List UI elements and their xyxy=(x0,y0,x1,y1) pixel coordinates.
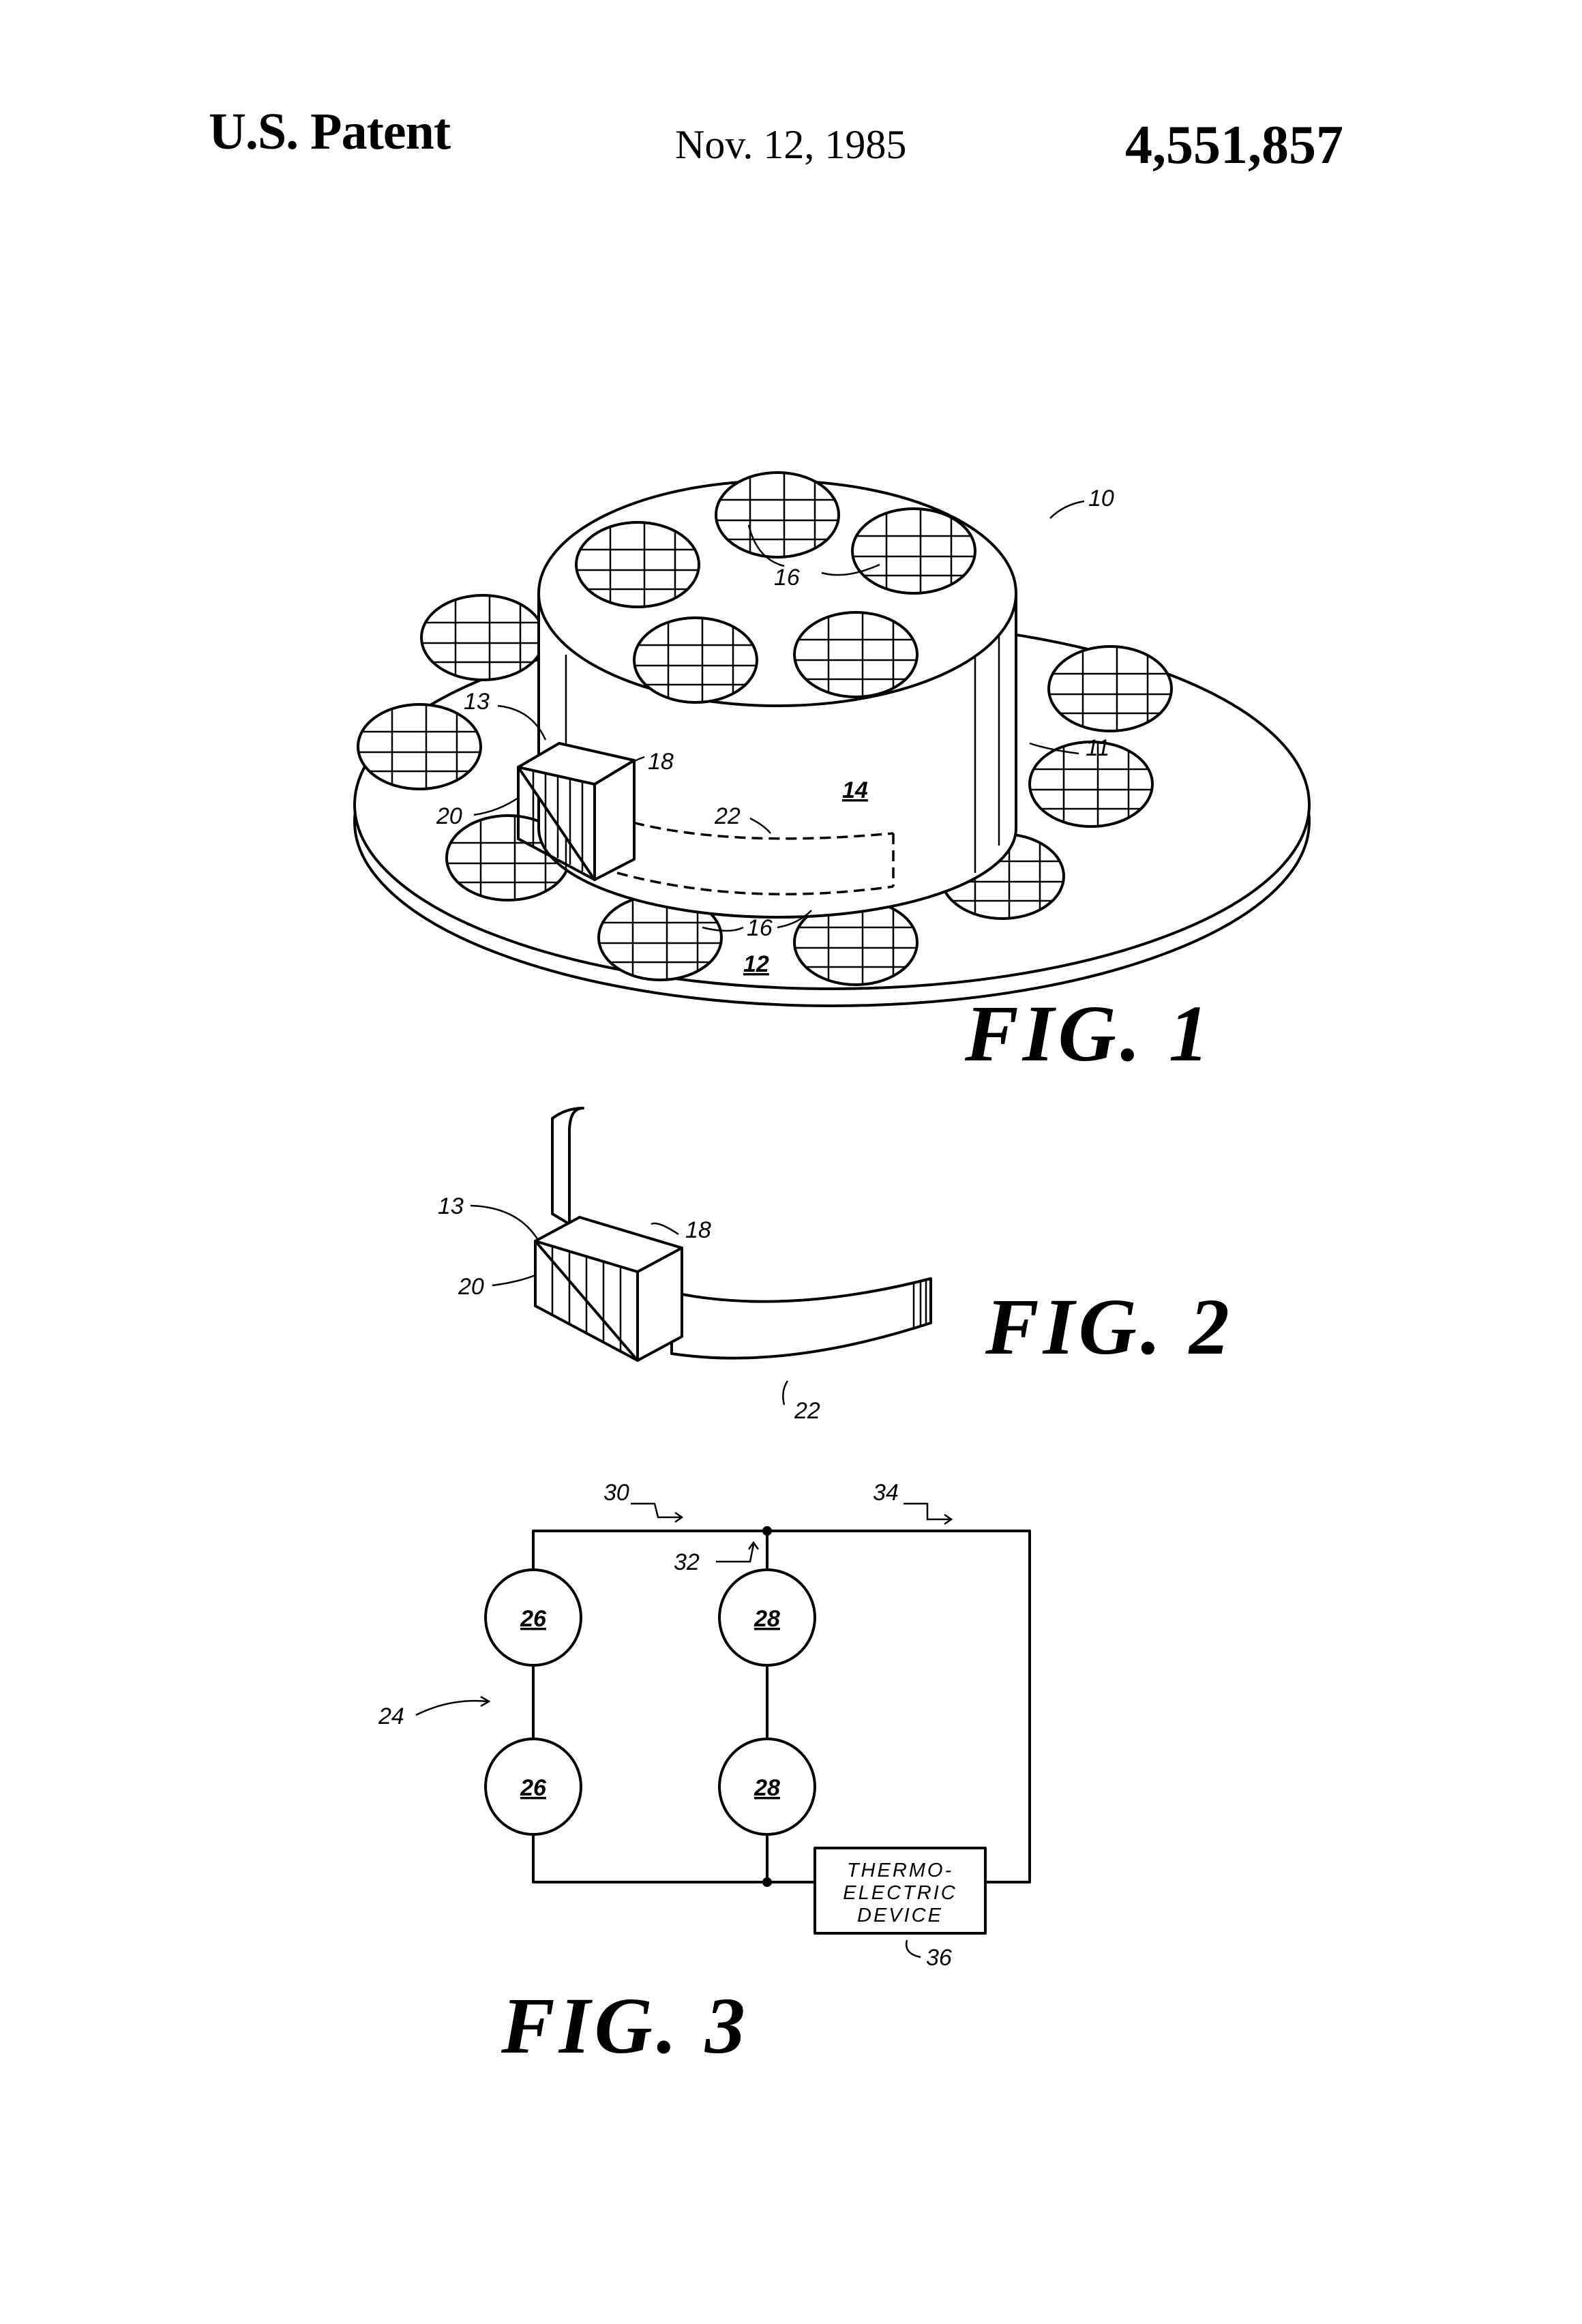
thermoelectric-device-box: THERMO- ELECTRIC DEVICE xyxy=(814,1847,987,1935)
ref-30: 30 xyxy=(603,1480,629,1506)
fig2-leader-22 xyxy=(782,1380,789,1405)
cell-26-top-label: 26 xyxy=(520,1606,547,1632)
ref-16-top: 16 xyxy=(774,565,800,591)
fig3-leaders xyxy=(415,1502,953,1958)
figure-2: 13 18 20 22 FIG. 2 xyxy=(438,1107,1234,1424)
fig2-caption: FIG. 2 xyxy=(985,1282,1234,1371)
cell-28-top-label: 28 xyxy=(753,1606,780,1632)
ref-18: 18 xyxy=(648,749,674,775)
fig1-caption: FIG. 1 xyxy=(964,989,1213,1078)
cell-series-28 xyxy=(718,1568,816,1836)
fig2-heat-sink xyxy=(534,1216,683,1362)
header-patent-label: U.S. Patent xyxy=(209,103,451,160)
figure-1: 10 16 11 13 18 20 22 14 16 12 FIG. 1 xyxy=(351,467,1311,1078)
ref-20: 20 xyxy=(436,803,462,829)
fig2-leader-18 xyxy=(651,1222,679,1236)
header-date: Nov. 12, 1985 xyxy=(675,122,907,167)
circuit-wiring xyxy=(532,1526,1031,1887)
fig2-ref-22: 22 xyxy=(794,1398,820,1424)
figure-3: 26 26 28 28 THERMO- ELECTRIC DEVICE xyxy=(378,1480,1031,2070)
fig2-leader-20 xyxy=(492,1274,536,1287)
fig2-ref-20: 20 xyxy=(458,1274,484,1300)
ref-11: 11 xyxy=(1086,735,1109,761)
cell-series-26 xyxy=(484,1568,582,1836)
ref-34: 34 xyxy=(873,1480,899,1506)
device-label-line1: THERMO- xyxy=(847,1860,953,1881)
ref-16-bottom: 16 xyxy=(747,915,773,941)
ref-22: 22 xyxy=(714,803,741,829)
fig2-ref-18: 18 xyxy=(685,1217,711,1243)
ref-14: 14 xyxy=(842,777,868,803)
cell-28-bottom-label: 28 xyxy=(753,1775,780,1801)
ref-12: 12 xyxy=(743,951,769,977)
fig2-leader-13 xyxy=(470,1204,540,1242)
device-label-line3: DEVICE xyxy=(857,1905,943,1926)
ref-36: 36 xyxy=(926,1945,952,1971)
cell-26-bottom-label: 26 xyxy=(520,1775,547,1801)
fig3-caption: FIG. 3 xyxy=(501,1981,749,2070)
fig2-ref-13: 13 xyxy=(438,1193,464,1219)
ref-24: 24 xyxy=(378,1703,404,1729)
ref-13: 13 xyxy=(464,689,490,715)
ref-10: 10 xyxy=(1088,486,1114,511)
fig1-leaders xyxy=(473,500,1085,932)
ref-32: 32 xyxy=(674,1549,700,1575)
device-label-line2: ELECTRIC xyxy=(843,1882,957,1904)
header-patent-number: 4,551,857 xyxy=(1125,115,1343,175)
